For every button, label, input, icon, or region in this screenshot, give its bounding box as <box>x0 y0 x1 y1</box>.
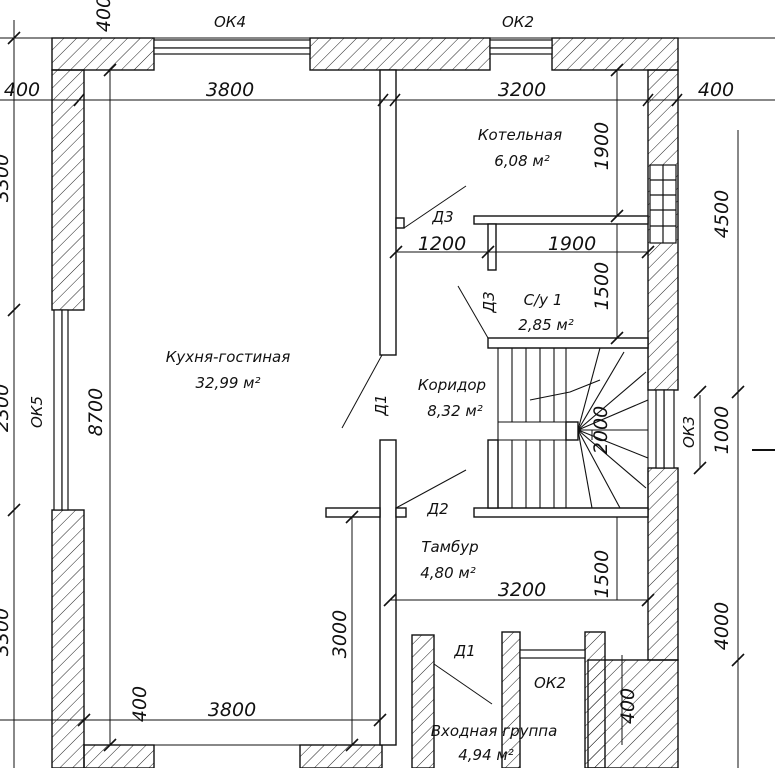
vestibule-name: Тамбур <box>421 538 478 556</box>
dim-bottom-left-400: 400 <box>129 686 151 722</box>
door-swings <box>341 185 493 705</box>
dim-tambur-3200: 3200 <box>498 579 546 601</box>
boiler-area: 6,08 м² <box>494 152 550 170</box>
entrance-area: 4,94 м² <box>458 746 514 764</box>
door-d2: Д2 <box>426 500 448 518</box>
chimney <box>649 164 677 244</box>
dim-top-right-400: 400 <box>698 79 734 101</box>
door-labels: Д3 Д3 Д1 Д2 Д1 <box>372 208 498 660</box>
dim-ok3-1000: 1000 <box>711 406 733 454</box>
door-d1-kitchen: Д1 <box>372 394 390 416</box>
dim-right-4500: 4500 <box>711 190 733 238</box>
bathroom-area: 2,85 м² <box>518 316 574 334</box>
dim-kitchen-8700: 8700 <box>85 388 107 436</box>
corridor-area: 8,32 м² <box>427 402 483 420</box>
dimension-ticks <box>7 31 745 752</box>
dim-mid-1900: 1900 <box>548 233 596 255</box>
interior-walls <box>325 69 649 746</box>
dim-kitchen-3000: 3000 <box>329 610 351 658</box>
dim-top-edge-400: 400 <box>93 0 115 32</box>
door-d3-bath: Д3 <box>480 291 498 313</box>
kitchen-name: Кухня-гостиная <box>166 348 290 366</box>
entrance-name: Входная группа <box>431 722 558 740</box>
window-ok2-top-label: ОК2 <box>502 13 534 31</box>
door-d1-entrance: Д1 <box>453 642 475 660</box>
dim-bottom-kitchen-3800: 3800 <box>208 699 256 721</box>
window-ok3-label: ОК3 <box>680 416 698 448</box>
vestibule-area: 4,80 м² <box>420 564 476 582</box>
dim-stair-2000: 2000 <box>590 406 612 454</box>
dim-bath-1500: 1500 <box>591 262 613 310</box>
window-labels: ОК4 ОК2 ОК5 ОК3 ОК2 <box>28 13 698 692</box>
dim-boiler-1900: 1900 <box>591 122 613 170</box>
staircase <box>497 347 649 509</box>
dim-right-4000: 4000 <box>711 602 733 650</box>
dimension-texts: 400 3800 3200 400 1900 4500 1200 1900 15… <box>0 0 734 724</box>
dim-left-3300-top: 3300 <box>0 154 13 202</box>
window-ok2-bottom-label: ОК2 <box>534 674 566 692</box>
door-d3-boiler: Д3 <box>431 208 453 226</box>
dim-mid-1200: 1200 <box>418 233 466 255</box>
kitchen-area: 32,99 м² <box>195 374 260 392</box>
dim-bottom-right-400: 400 <box>617 688 639 724</box>
dim-left-3300-bottom: 3300 <box>0 608 13 656</box>
bathroom-name: С/у 1 <box>524 291 563 309</box>
dim-left-2300: 2300 <box>0 384 13 432</box>
dim-top-right-3200: 3200 <box>498 79 546 101</box>
window-ok4-label: ОК4 <box>214 13 246 31</box>
boiler-name: Котельная <box>478 126 562 144</box>
dim-tambur-1500: 1500 <box>591 550 613 598</box>
dimension-lines <box>0 20 775 768</box>
dim-top-left-400: 400 <box>4 79 40 101</box>
windows <box>53 39 675 659</box>
dim-top-kitchen-3800: 3800 <box>206 79 254 101</box>
room-labels: Кухня-гостиная 32,99 м² Котельная 6,08 м… <box>166 126 574 764</box>
window-ok5-label: ОК5 <box>28 396 46 428</box>
corridor-name: Коридор <box>418 376 486 394</box>
